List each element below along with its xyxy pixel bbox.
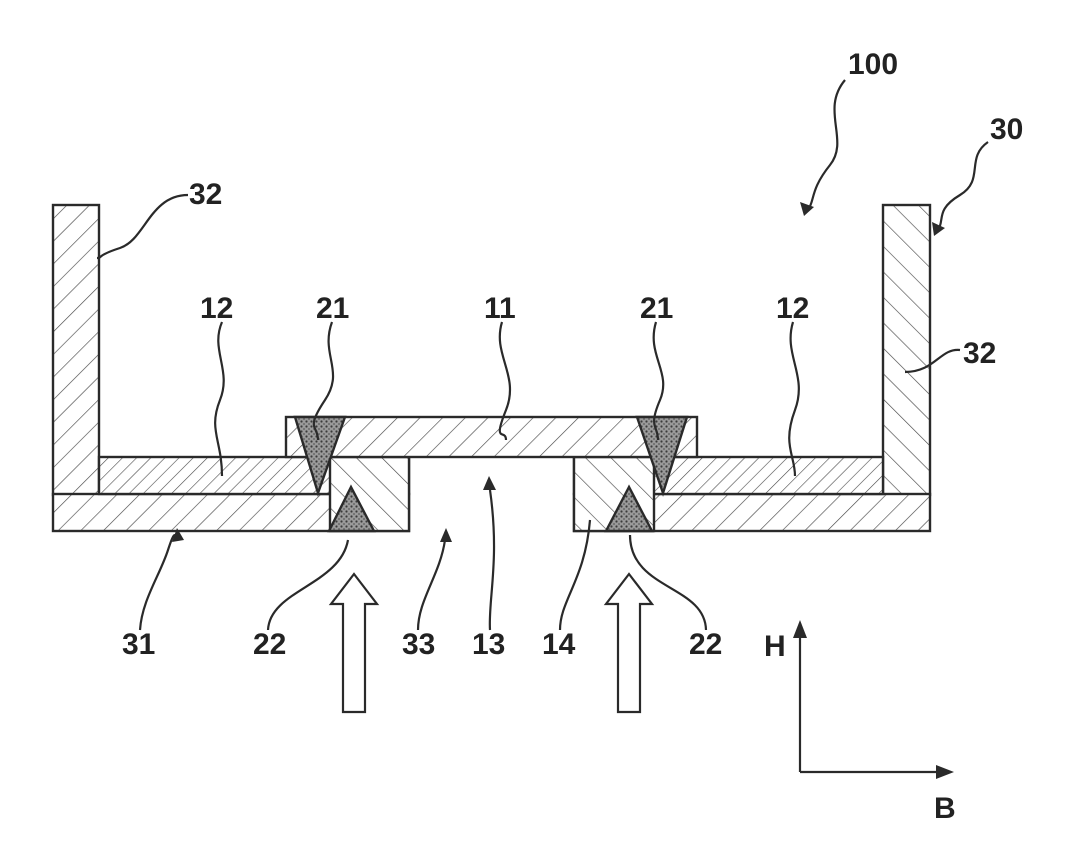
arrow-right-icon [936, 765, 954, 779]
label-31: 31 [122, 628, 155, 661]
axis-indicator [793, 620, 954, 779]
force-arrow-right [606, 574, 652, 712]
label-22-right: 22 [689, 628, 722, 661]
housing-wall-left [53, 205, 99, 495]
label-21-right: 21 [640, 292, 673, 325]
chip [286, 417, 697, 457]
label-33: 33 [402, 628, 435, 661]
axis-label-b: B [934, 792, 956, 825]
label-21-left: 21 [316, 292, 349, 325]
label-12-right: 12 [776, 292, 809, 325]
housing-wall-right [883, 205, 930, 495]
label-30: 30 [990, 113, 1023, 146]
label-12-left: 12 [200, 292, 233, 325]
arrow-up-icon [793, 620, 807, 638]
axis-label-h: H [764, 630, 786, 663]
label-11: 11 [484, 292, 516, 325]
leader-lines [97, 80, 988, 630]
label-13: 13 [472, 628, 505, 661]
label-22-left: 22 [253, 628, 286, 661]
label-32-left: 32 [189, 178, 222, 211]
force-arrow-left [331, 574, 377, 712]
label-32-right: 32 [963, 337, 996, 370]
label-14: 14 [542, 628, 576, 661]
label-100: 100 [848, 48, 898, 81]
